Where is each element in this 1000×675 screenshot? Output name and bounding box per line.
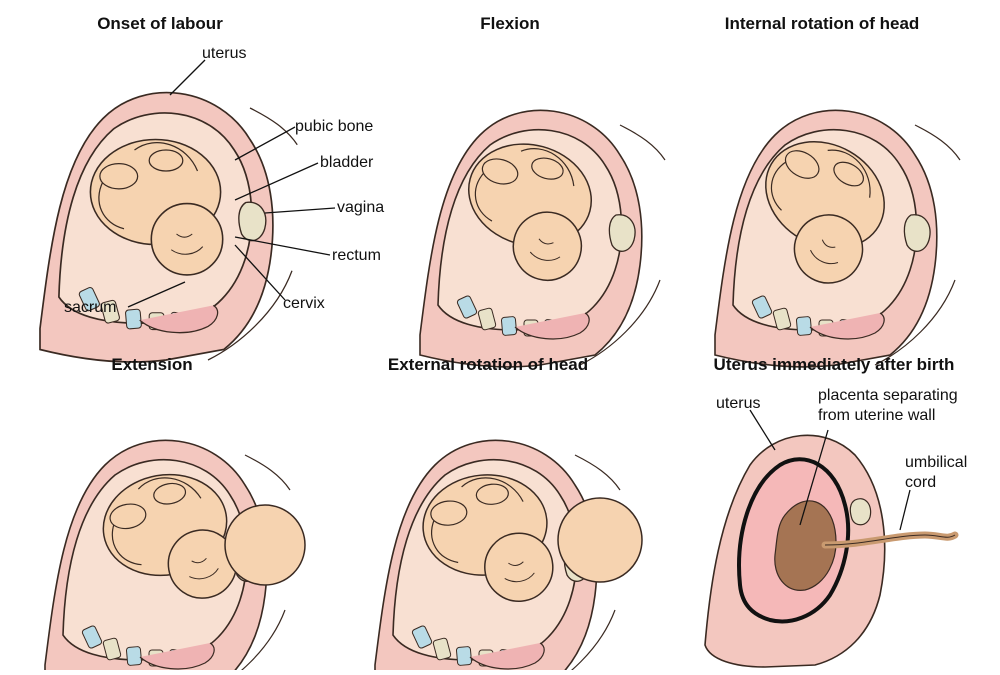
- title-internal-rotation: Internal rotation of head: [724, 14, 920, 33]
- title-onset-of-labour: Onset of labour: [97, 14, 223, 33]
- label-placenta-line1: placenta separating: [818, 387, 958, 404]
- title-external-rotation: External rotation of head: [387, 355, 589, 374]
- emerging-head: [224, 504, 306, 586]
- label-uterus-after: uterus: [716, 395, 761, 412]
- title-extension: Extension: [111, 355, 193, 374]
- panel-flexion: [419, 109, 666, 368]
- label-cord-line2: cord: [905, 474, 937, 491]
- label-vagina: vagina: [337, 199, 385, 216]
- label-bladder: bladder: [320, 154, 374, 171]
- label-cord-line1: umbilical: [905, 454, 968, 471]
- title-uterus-after-birth: Uterus immediately after birth: [713, 355, 955, 374]
- label-sacrum: sacrum: [64, 299, 117, 316]
- panel-onset-of-labour: [39, 91, 299, 363]
- panel-6-pointer-lines: [749, 409, 911, 531]
- panel-internal-rotation: [714, 109, 961, 368]
- panel-extension: [44, 439, 306, 675]
- title-flexion: Flexion: [480, 14, 540, 33]
- placenta: [774, 500, 837, 591]
- delivered-head: [557, 497, 643, 583]
- panel-1-pointer-lines: [127, 59, 336, 308]
- label-cervix: cervix: [283, 295, 325, 312]
- panel-external-rotation: [374, 439, 643, 675]
- panel-uterus-after-birth: [704, 434, 959, 668]
- umbilical-cord-outline: [824, 534, 956, 546]
- label-uterus: uterus: [202, 45, 247, 62]
- label-rectum: rectum: [332, 247, 381, 264]
- pubic-bone: [849, 498, 872, 526]
- label-placenta-line2: from uterine wall: [818, 407, 936, 424]
- label-pubic-bone: pubic bone: [295, 118, 374, 135]
